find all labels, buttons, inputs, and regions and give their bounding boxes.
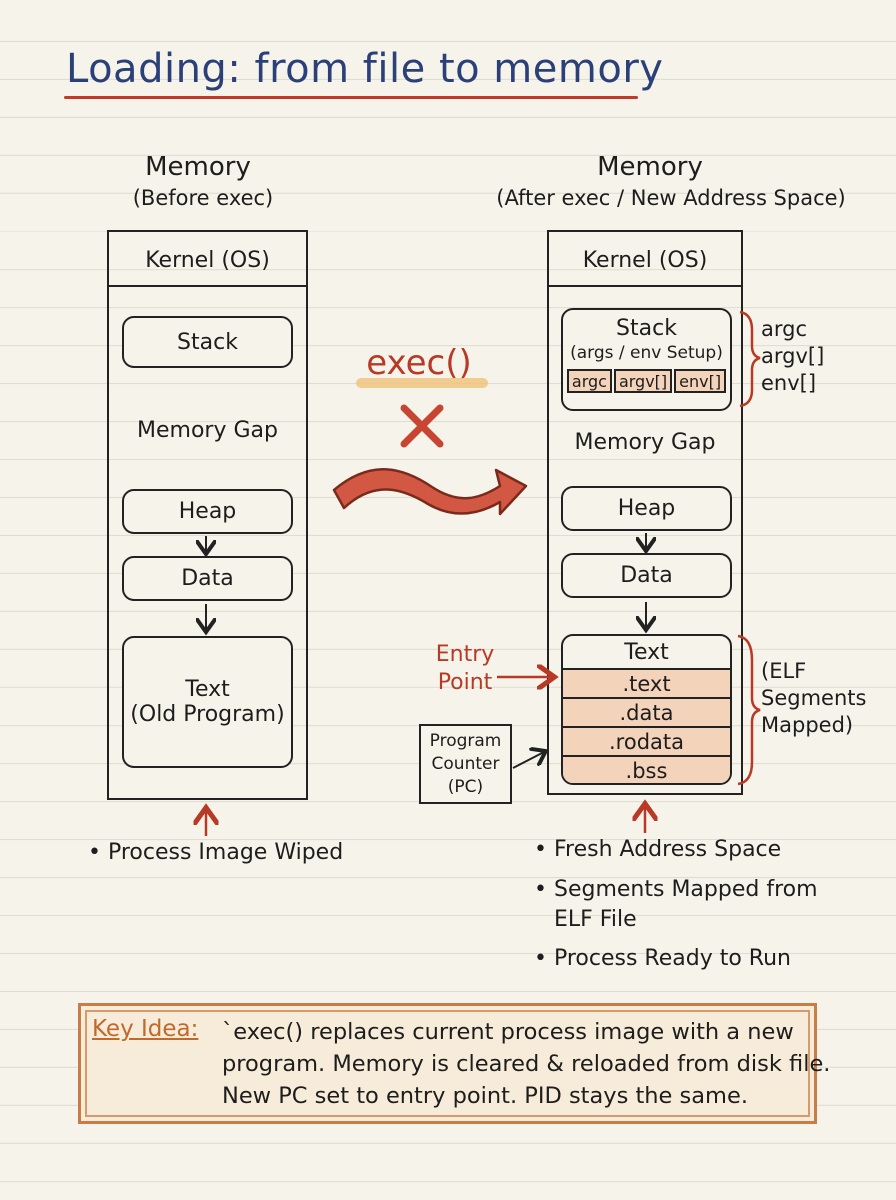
cross-icon: [400, 404, 444, 448]
page-title: Loading: from file to memory: [66, 46, 664, 92]
left-heap-label: Heap: [178, 499, 237, 524]
right-memory-frame: [547, 230, 743, 795]
exec-highlight: [356, 378, 488, 388]
left-memory-gap: Memory Gap: [137, 418, 278, 443]
left-text-box: Text (Old Program): [122, 636, 293, 768]
transform-arrow-icon: [332, 468, 528, 516]
right-heap-label: Heap: [617, 496, 676, 521]
right-heading: Memory: [597, 152, 703, 182]
stack-brace-icon: [739, 310, 761, 408]
right-bullet-item: • Fresh Address Space: [534, 837, 782, 862]
right-kernel-divider: [548, 285, 742, 287]
segment-text: .text: [563, 668, 730, 697]
pc-arrow-icon: [512, 752, 544, 769]
right-stack-label: Stack: [616, 316, 677, 341]
left-memory-frame: [107, 230, 308, 800]
right-subheading: (After exec / New Address Space): [496, 186, 846, 210]
right-heap-box: Heap: [561, 486, 732, 531]
left-text-sublabel: (Old Program): [130, 702, 285, 727]
segment-data: .data: [563, 697, 730, 726]
right-bullet-item: • Process Ready to Run: [534, 946, 791, 971]
right-text-box: Text .text .data .rodata .bss: [561, 634, 732, 785]
left-stack-box: Stack: [122, 316, 293, 368]
left-heading: Memory: [145, 152, 251, 182]
left-data-label: Data: [181, 566, 234, 591]
stack-chips: argc argv[] env[]: [566, 369, 727, 393]
left-heap-box: Heap: [122, 489, 293, 534]
exec-label: exec(): [366, 343, 472, 383]
right-stack-box: Stack (args / env Setup) argc argv[] env…: [561, 308, 732, 411]
stack-brace-labels: argc argv[] env[]: [761, 317, 825, 395]
key-idea-text: `exec() replaces current process image w…: [222, 1019, 831, 1109]
right-text-label: Text: [624, 640, 669, 665]
right-memory-gap: Memory Gap: [574, 430, 716, 455]
left-kernel-divider: [108, 285, 307, 287]
segment-rodata: .rodata: [563, 726, 730, 755]
chip-argc: argc: [566, 369, 612, 393]
left-bullet-item: • Process Image Wiped: [88, 840, 344, 865]
chip-env: env[]: [674, 369, 727, 393]
left-stack-label: Stack: [177, 329, 238, 355]
key-idea-label: Key Idea:: [92, 1016, 199, 1042]
right-stack-sublabel: (args / env Setup): [570, 343, 723, 363]
segment-bss: .bss: [563, 755, 730, 783]
elf-brace-icon: [737, 634, 761, 786]
right-data-label: Data: [620, 563, 673, 588]
left-subheading: (Before exec): [132, 186, 274, 210]
program-counter-box: Program Counter (PC): [419, 724, 512, 804]
right-data-box: Data: [561, 553, 732, 598]
key-idea-box: [78, 1003, 817, 1124]
left-text-label: Text: [185, 677, 230, 702]
right-kernel-label: Kernel (OS): [582, 248, 708, 273]
elf-brace-labels: (ELF Segments Mapped): [761, 659, 867, 737]
title-underline: [64, 96, 638, 99]
chip-argv: argv[]: [613, 369, 673, 393]
left-kernel-label: Kernel (OS): [145, 248, 270, 273]
entry-point-label: Entry Point: [435, 642, 495, 695]
